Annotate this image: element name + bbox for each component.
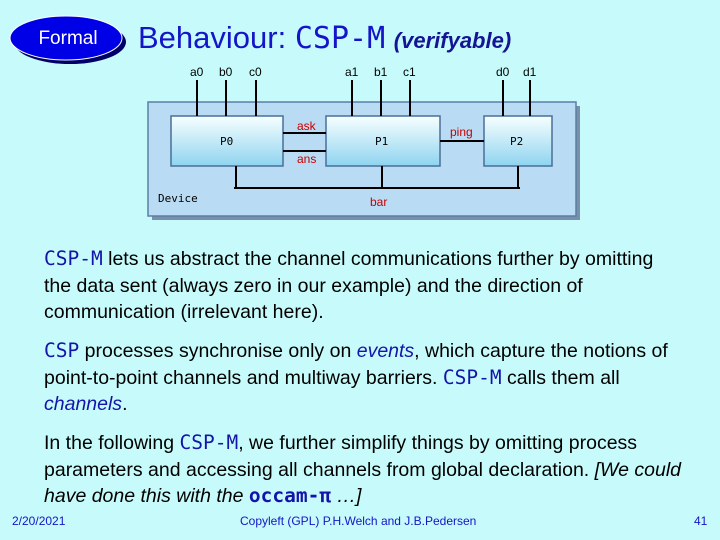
process-diagram: a0 b0 c0 a1 b1 c1 d0 d1 ask ans ping bar… (147, 65, 580, 220)
process-p2-box (483, 115, 553, 167)
label-ping: ping (450, 125, 473, 139)
p2-text-3: calls them all (501, 366, 620, 389)
p3-occam: occam-π (248, 484, 332, 507)
title-note: (verifyable) (393, 28, 512, 53)
label-ans: ans (297, 152, 316, 166)
p3-text-2: , we further simplify things by omitting… (44, 432, 638, 481)
label-device: Device (158, 192, 198, 205)
label-c1: c1 (403, 65, 416, 79)
label-a0: a0 (190, 65, 204, 79)
formal-badge: Formal (8, 12, 128, 66)
p2-text-4: . (122, 393, 128, 415)
footer-copyright: Copyleft (GPL) P.H.Welch and J.B.Pederse… (240, 514, 477, 528)
label-c0: c0 (249, 65, 262, 79)
p3-text-1: In the following (44, 432, 180, 454)
p2-text-1: processes synchronise only on (79, 340, 357, 362)
badge-shape (9, 15, 126, 64)
footer-page-number: 41 (694, 514, 708, 528)
label-b1: b1 (374, 65, 388, 79)
title-main: Behaviour: (138, 20, 287, 55)
process-p0-box (170, 115, 284, 167)
p2-text-2: , which capture the notions of point-to-… (44, 340, 668, 389)
label-a1: a1 (345, 65, 359, 79)
label-p0: P0 (220, 135, 233, 148)
p2-cspm: CSP-M (442, 365, 502, 389)
label-p2: P2 (510, 135, 523, 148)
footer-date: 2/20/2021 (12, 514, 66, 528)
p2-csp: CSP (44, 339, 80, 362)
p3-cspm: CSP-M (179, 431, 239, 454)
p2-events: events (356, 340, 415, 362)
label-d1: d1 (523, 65, 537, 79)
p3-bracket-1: [We could have done this with the (44, 458, 681, 508)
p3-bracket-2: …] (331, 485, 362, 507)
label-d0: d0 (496, 65, 510, 79)
p1-cspm: CSP-M (44, 247, 103, 270)
label-b0: b0 (219, 65, 233, 79)
badge-label: Formal (38, 28, 98, 49)
label-bar: bar (370, 195, 387, 209)
label-p1: P1 (375, 135, 388, 148)
label-ask: ask (297, 119, 317, 133)
paragraph-3: In the following CSP-M, we further simpl… (44, 430, 684, 510)
title-csp: CSP-M (294, 21, 386, 56)
p2-channels: channels (44, 393, 123, 415)
page-title: Behaviour: CSP-M (verifyable) (138, 20, 511, 56)
p1-text: lets us abstract the channel communicati… (44, 248, 654, 323)
paragraph-2: CSP processes synchronise only on events… (44, 338, 684, 418)
paragraph-1: CSP-M lets us abstract the channel commu… (44, 246, 684, 326)
